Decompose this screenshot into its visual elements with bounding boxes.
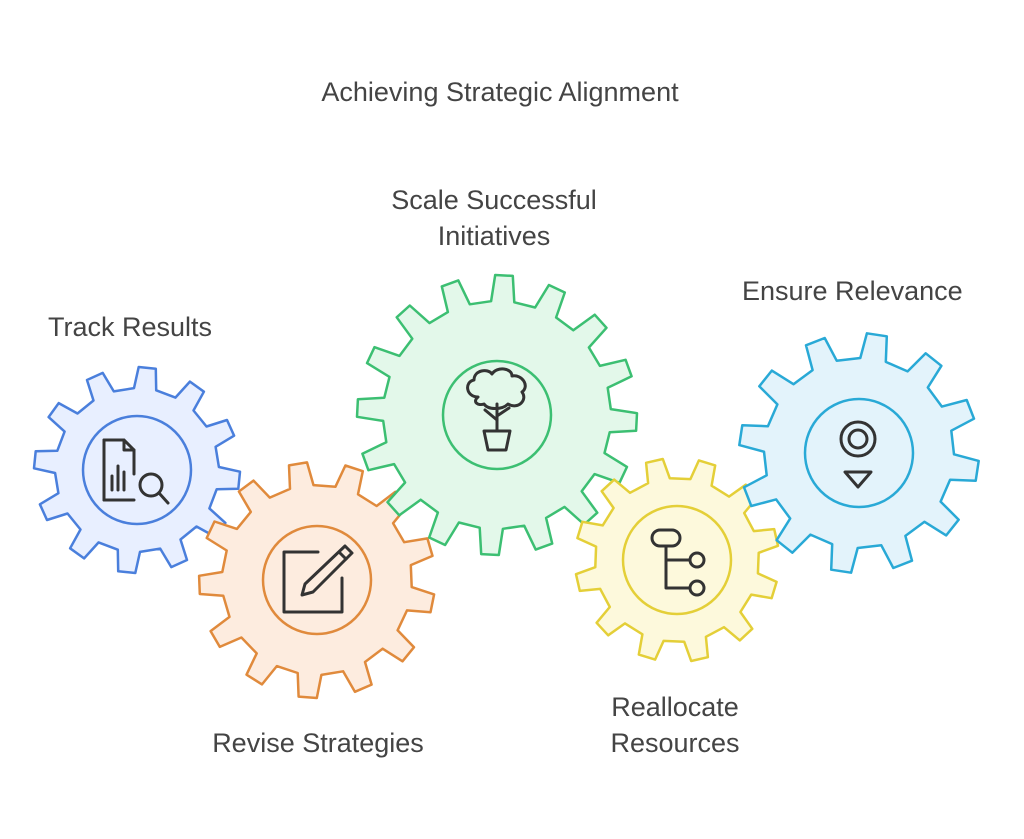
flow-branch-icon [650, 528, 706, 597]
gear-reallocate-resources [574, 457, 780, 663]
label-revise-strategies: Revise Strategies [212, 728, 424, 758]
potted-tree-icon [466, 367, 527, 452]
report-search-icon [102, 438, 170, 505]
gear-track-results [32, 365, 242, 575]
label-scale-line2: Initiatives [437, 221, 551, 251]
gear-revise-hub [261, 524, 373, 636]
gear-track-hub [81, 414, 193, 526]
edit-document-icon [282, 544, 354, 614]
gear-ensure-hub [803, 397, 915, 509]
gear-ensure-relevance [738, 332, 980, 574]
label-reallocate-line1: Reallocate [611, 692, 739, 722]
gear-scale-initiatives [355, 273, 639, 557]
label-ensure-relevance: Ensure Relevance [742, 276, 963, 306]
location-target-icon [839, 420, 877, 489]
diagram-title: Achieving Strategic Alignment [321, 77, 679, 107]
gear-revise-strategies [197, 461, 436, 700]
label-scale-line1: Scale Successful [391, 185, 597, 215]
label-reallocate-line2: Resources [610, 728, 740, 758]
label-track-results: Track Results [48, 312, 213, 342]
